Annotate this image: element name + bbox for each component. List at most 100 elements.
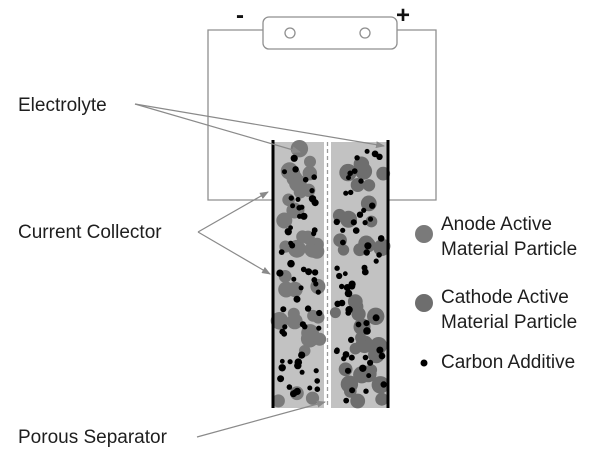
carbon-additive-particle (300, 266, 307, 273)
carbon-additive-particle (300, 212, 308, 220)
carbon-additive-particle (363, 388, 369, 394)
carbon-additive-particle (334, 347, 340, 353)
carbon-additive-particle (302, 176, 309, 183)
carbon-additive-particle (376, 252, 382, 258)
carbon-additive-particle (316, 309, 323, 317)
carbon-additive-particle (316, 325, 322, 331)
carbon-additive-particle (350, 219, 357, 226)
electrolyte-label: Electrolyte (18, 95, 107, 116)
carbon-additive-particle (344, 289, 353, 298)
carbon-additive-particle (313, 368, 319, 374)
carbon-additive-particle (334, 265, 340, 271)
carbon-additive-particle (343, 397, 350, 404)
carbon-additive-particle (366, 373, 372, 379)
anode-active-particle (304, 155, 316, 168)
carbon-additive-particle (291, 276, 297, 282)
positive-terminal-icon (359, 27, 371, 39)
carbon-additive-particle (345, 310, 352, 316)
carbon-additive-particle (341, 355, 347, 362)
carbon-additive-particle (282, 169, 287, 175)
carbon-additive-particle (282, 324, 288, 330)
negative-sign: - (236, 2, 244, 29)
carbon-additive-particle (355, 321, 362, 328)
circuit-wire-right (388, 29, 437, 201)
carbon-additive-particle (295, 197, 301, 202)
anode-legend-line2: Material Particle (441, 239, 578, 260)
carbon-additive-particle (290, 154, 298, 162)
carbon-additive-particle (290, 203, 296, 209)
cathode-legend-line2: Material Particle (441, 312, 578, 333)
carbon-additive-legend-icon (420, 359, 428, 367)
carbon-additive-particle (378, 352, 386, 360)
carbon-additive-particle (380, 381, 387, 388)
carbon-additive-particle (351, 168, 358, 175)
carbon-additive-particle (376, 346, 384, 354)
carbon-additive-particle (314, 378, 321, 384)
anode-active-particle (278, 281, 295, 298)
carbon-additive-particle (304, 305, 312, 312)
carbon-additive-particle (367, 216, 374, 222)
carbon-additive-particle (363, 249, 370, 256)
carbon-additive-particle (299, 369, 305, 375)
carbon-additive-particle (362, 354, 369, 361)
cathode-active-particle (337, 244, 350, 256)
carbon-additive-particle (311, 230, 317, 237)
carbon-additive-particle (336, 272, 343, 280)
carbon-additive-particle (308, 195, 317, 203)
carbon-additive-particle (286, 384, 293, 390)
battery-terminal-box (262, 16, 398, 50)
carbon-additive-particle (348, 189, 354, 196)
electrolyte-arrow-anode (134, 103, 301, 154)
carbon-additive-particle (356, 211, 364, 218)
carbon-additive-particle (347, 170, 354, 177)
carbon-additive-particle (292, 166, 299, 173)
anode-active-particle (301, 183, 316, 197)
carbon-additive-particle (315, 289, 321, 295)
anode-active-particle (309, 244, 325, 259)
carbon-additive-particle (363, 327, 371, 335)
cathode-active-particle (353, 366, 371, 384)
current-collector-label: Current Collector (18, 222, 162, 243)
carbon-legend-text: Carbon Additive (441, 352, 576, 373)
carbon-additive-particle (372, 314, 380, 322)
positive-sign: + (396, 2, 411, 29)
carbon-additive-particle (338, 299, 346, 307)
carbon-additive-particle (343, 190, 349, 196)
anode-active-particle (276, 212, 293, 229)
carbon-additive-particle (284, 228, 292, 235)
carbon-additive-particle (314, 386, 321, 393)
carbon-additive-particle (352, 227, 360, 234)
carbon-additive-particle (279, 358, 285, 364)
carbon-additive-particle (333, 218, 340, 226)
carbon-additive-particle (362, 220, 368, 226)
carbon-additive-particle (339, 283, 345, 290)
anode-active-particle (313, 332, 327, 346)
carbon-additive-particle (280, 306, 287, 313)
carbon-additive-particle (363, 320, 370, 327)
carbon-additive-particle (367, 359, 374, 366)
carbon-additive-particle (309, 188, 315, 194)
anode-active-particle (305, 391, 320, 405)
carbon-additive-particle (364, 242, 372, 250)
carbon-additive-particle (296, 205, 303, 211)
carbon-additive-particle (287, 359, 293, 365)
carbon-additive-particle (340, 227, 346, 233)
carbon-additive-particle (348, 336, 355, 343)
carbon-additive-particle (298, 285, 304, 291)
carbon-additive-particle (373, 258, 379, 264)
carbon-additive-particle (376, 153, 383, 160)
anode-active-particle (286, 313, 303, 330)
carbon-additive-particle (294, 358, 303, 367)
carbon-additive-particle (358, 178, 364, 184)
cathode-legend-line1: Cathode Active (441, 287, 569, 308)
carbon-additive-particle (343, 284, 351, 291)
carbon-additive-particle (301, 323, 308, 330)
carbon-additive-particle (340, 239, 346, 246)
anode-active-particle (290, 140, 309, 158)
cathode-active-particle (349, 342, 362, 355)
carbon-additive-particle (305, 268, 313, 276)
carbon-additive-particle (288, 195, 294, 201)
particle-layer (270, 140, 391, 409)
